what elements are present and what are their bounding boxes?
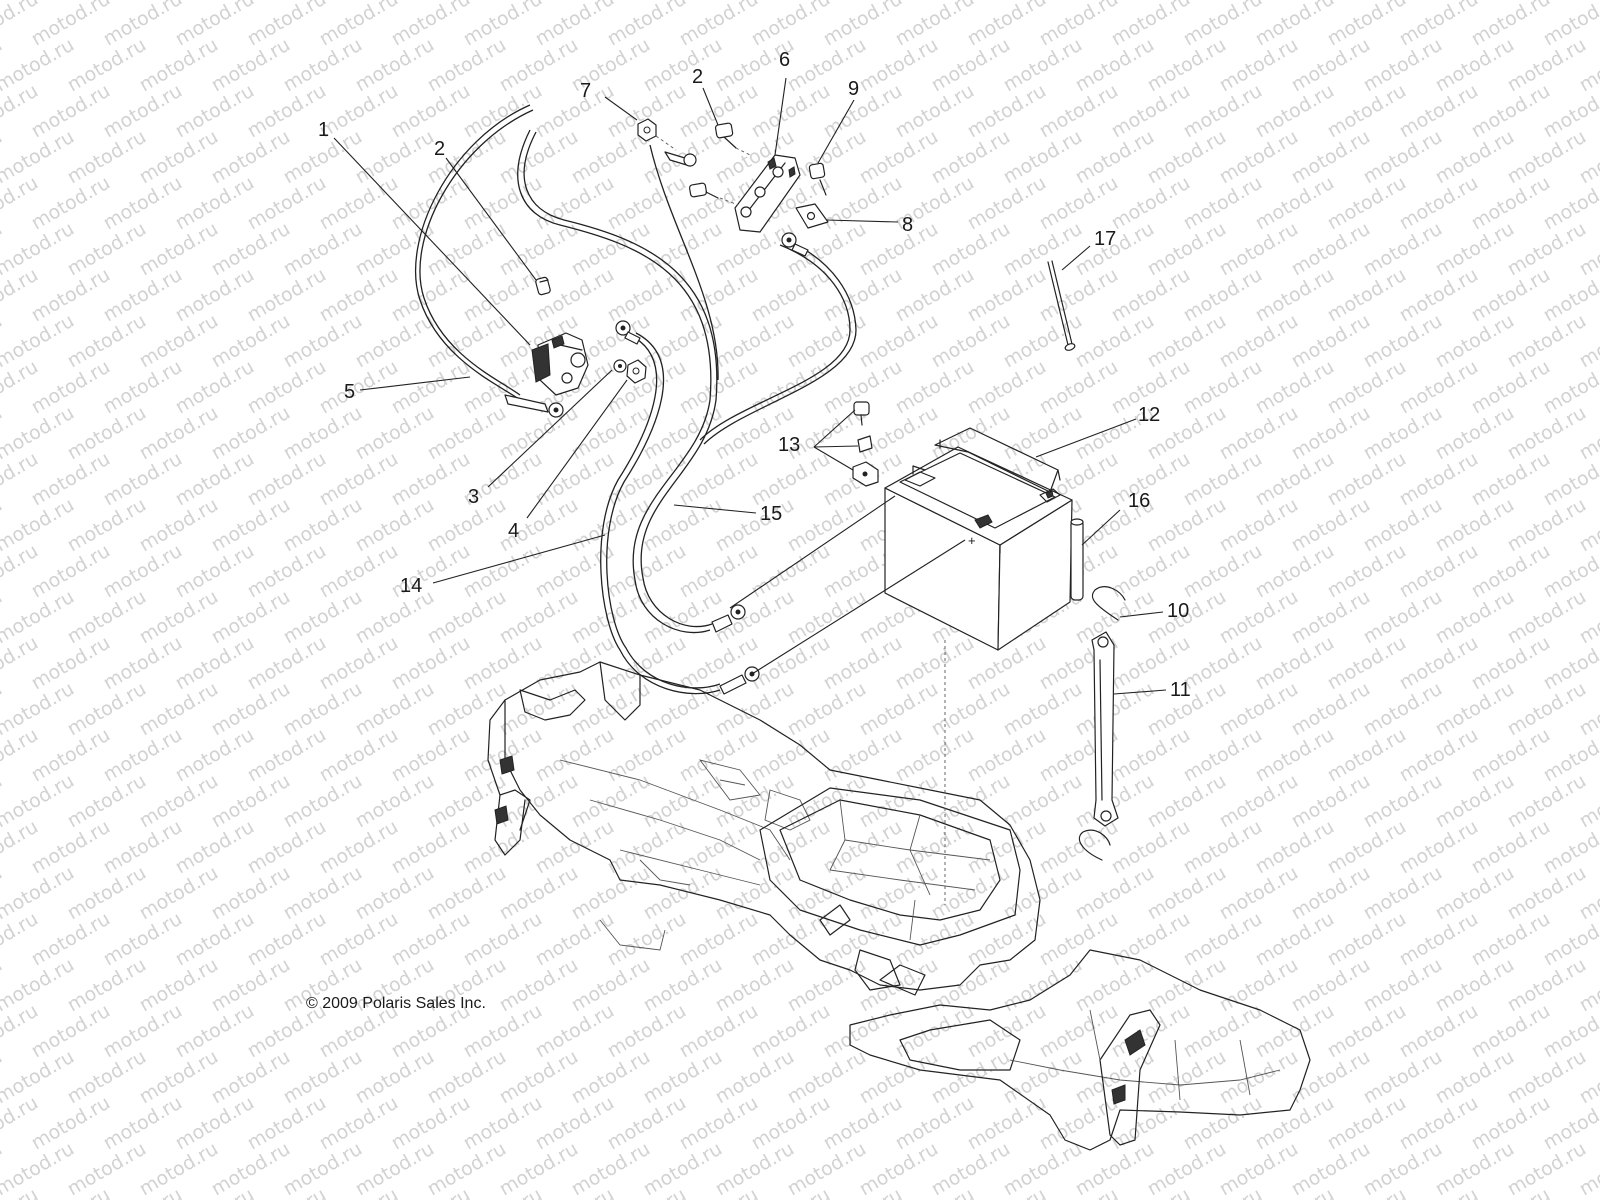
battery: + xyxy=(884,427,1073,651)
cable-tie xyxy=(1047,260,1076,351)
callout-14: 14 xyxy=(400,575,422,597)
callout-9: 9 xyxy=(848,78,859,100)
battery-pad xyxy=(1070,518,1084,601)
cable-14-upper-terminal xyxy=(781,232,809,257)
bolt-terminal-block-lower xyxy=(688,182,719,199)
bolt-9 xyxy=(808,162,827,196)
washer xyxy=(613,359,627,373)
cable-15 xyxy=(517,129,712,634)
callout-1: 1 xyxy=(318,119,329,141)
nut-7 xyxy=(637,118,657,142)
callout-4: 4 xyxy=(508,520,519,542)
callout-6: 6 xyxy=(779,49,790,71)
callout-3: 3 xyxy=(468,486,479,508)
cable-14 xyxy=(600,334,721,695)
battery-terminal-symbol: + xyxy=(968,533,976,548)
callout-17: 17 xyxy=(1094,228,1116,250)
hook-lower xyxy=(1078,829,1111,861)
watermark-text: motod.ru xyxy=(1576,0,1600,4)
cable-5-terminal xyxy=(504,394,564,418)
copyright-notice: © 2009 Polaris Sales Inc. xyxy=(306,995,486,1012)
bolt-2-top xyxy=(714,122,737,149)
callout-2-relay-bolt: 2 xyxy=(434,138,445,160)
cable-15-lower-terminal xyxy=(711,604,746,633)
callout-16: 16 xyxy=(1128,490,1150,512)
callout-8: 8 xyxy=(902,214,913,236)
starter-solenoid xyxy=(531,332,589,396)
callout-12: 12 xyxy=(1138,404,1160,426)
callout-15: 15 xyxy=(760,503,782,525)
callout-11: 11 xyxy=(1170,679,1191,701)
callout-labels: 1 2 2 3 4 5 6 7 8 9 10 11 12 13 14 15 16… xyxy=(318,49,1191,701)
battery-terminal-hardware xyxy=(852,401,879,487)
hook-upper xyxy=(1091,586,1126,621)
callout-5: 5 xyxy=(344,381,355,403)
callout-leaders xyxy=(333,77,1167,695)
relay-cable-terminal xyxy=(615,320,641,345)
callout-7: 7 xyxy=(580,80,591,102)
callout-2-top-bolt: 2 xyxy=(692,66,703,88)
bracket-8 xyxy=(795,203,829,229)
nut xyxy=(626,359,647,384)
callout-10: 10 xyxy=(1167,600,1189,622)
cable-15-upper-terminal xyxy=(664,151,697,167)
frame-chassis xyxy=(487,661,1311,1151)
cable-14-lower-terminal xyxy=(719,666,760,695)
battery-strap xyxy=(1091,631,1119,827)
cable-5 xyxy=(415,104,531,401)
dashed-assembly-lines xyxy=(655,135,753,206)
relay-bolt xyxy=(535,276,551,296)
callout-13: 13 xyxy=(778,434,800,456)
